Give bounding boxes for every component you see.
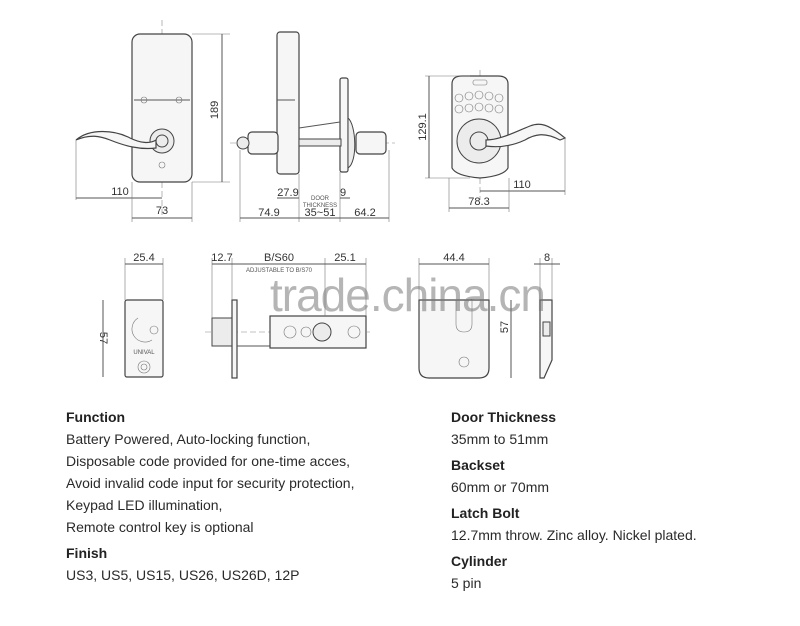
spec-latch-bolt-value: 12.7mm throw. Zinc alloy. Nickel plated. (451, 527, 697, 543)
spec-latch-bolt: Latch Bolt 12.7mm throw. Zinc alloy. Nic… (451, 502, 771, 546)
spec-function-line: Avoid invalid code input for security pr… (66, 475, 355, 491)
svg-text:129.1: 129.1 (417, 113, 429, 141)
spec-cylinder: Cylinder 5 pin (451, 550, 771, 594)
spec-door-thickness-value: 35mm to 51mm (451, 431, 549, 447)
spec-finish: Finish US3, US5, US15, US26, US26D, 12P (66, 542, 426, 586)
spec-function-title: Function (66, 409, 126, 425)
svg-text:74.9: 74.9 (258, 207, 279, 219)
spec-function: Function Battery Powered, Auto-locking f… (66, 406, 426, 538)
svg-text:9: 9 (340, 187, 346, 199)
front-view-drawing: 189 110 73 (75, 20, 230, 222)
svg-text:35~51: 35~51 (305, 207, 336, 219)
svg-text:73: 73 (156, 205, 168, 217)
svg-text:B/S60: B/S60 (264, 252, 294, 264)
spec-function-line: Keypad LED illumination, (66, 497, 223, 513)
spec-finish-value: US3, US5, US15, US26, US26D, 12P (66, 567, 300, 583)
side-view-drawing: 27.9 9 DOOR THICKNESS 74.9 35~51 64.2 (230, 31, 395, 222)
spec-function-line: Remote control key is optional (66, 519, 254, 535)
specs-right-column: Door Thickness 35mm to 51mm Backset 60mm… (451, 406, 771, 598)
svg-text:25.1: 25.1 (334, 252, 355, 264)
strike-plate-drawing: 44.4 57 (418, 252, 512, 379)
svg-text:27.9: 27.9 (277, 187, 298, 199)
spec-door-thickness-title: Door Thickness (451, 409, 557, 425)
svg-text:57: 57 (499, 321, 511, 333)
svg-text:UNIVAL: UNIVAL (133, 350, 155, 356)
latch-side-drawing: 12.7 B/S60 ADJUSTABLE TO B/S70 25.1 (205, 252, 370, 379)
spec-backset-title: Backset (451, 457, 505, 473)
spec-finish-title: Finish (66, 545, 108, 561)
specs-left-column: Function Battery Powered, Auto-locking f… (66, 406, 426, 590)
svg-text:DOOR: DOOR (311, 196, 330, 202)
svg-text:64.2: 64.2 (354, 207, 375, 219)
svg-text:110: 110 (513, 179, 531, 191)
spec-cylinder-title: Cylinder (451, 553, 508, 569)
spec-backset: Backset 60mm or 70mm (451, 454, 771, 498)
spec-function-line: Battery Powered, Auto-locking function, (66, 431, 311, 447)
strike-side-drawing: 8 (534, 252, 560, 379)
technical-drawings: 189 110 73 (75, 20, 567, 379)
spec-door-thickness: Door Thickness 35mm to 51mm (451, 406, 771, 450)
svg-text:110: 110 (111, 186, 129, 198)
svg-text:57: 57 (97, 332, 109, 344)
spec-backset-value: 60mm or 70mm (451, 479, 550, 495)
keypad-view-drawing: 129.1 110 78.3 (417, 70, 567, 212)
spec-latch-bolt-title: Latch Bolt (451, 505, 520, 521)
svg-text:44.4: 44.4 (443, 252, 464, 264)
svg-text:THICKNESS: THICKNESS (303, 203, 337, 209)
svg-text:78.3: 78.3 (468, 196, 489, 208)
svg-text:8: 8 (544, 252, 550, 264)
svg-text:ADJUSTABLE TO B/S70: ADJUSTABLE TO B/S70 (246, 268, 313, 274)
svg-text:12.7: 12.7 (211, 252, 232, 264)
svg-text:189: 189 (209, 101, 221, 119)
spec-function-line: Disposable code provided for one-time ac… (66, 453, 351, 469)
latch-face-drawing: UNIVAL 25.4 57 (97, 252, 164, 378)
spec-cylinder-value: 5 pin (451, 575, 482, 591)
svg-text:25.4: 25.4 (133, 252, 154, 264)
